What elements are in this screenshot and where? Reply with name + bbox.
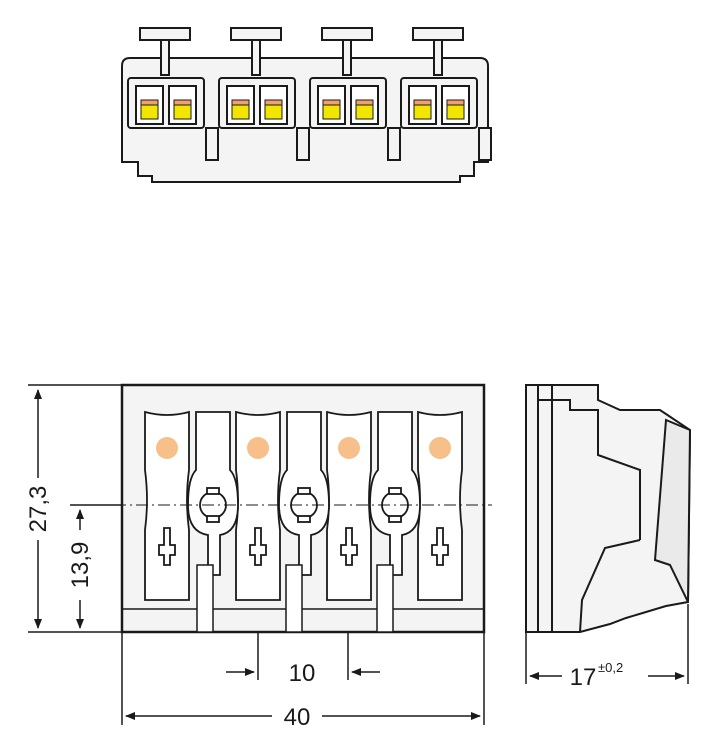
side-view-lever	[653, 418, 692, 603]
top-clamp-yellow	[173, 104, 192, 120]
top-view	[121, 27, 492, 183]
top-clamp-unit	[127, 27, 219, 161]
front-release-symbol	[431, 527, 449, 566]
top-clamp-orange	[413, 99, 432, 106]
front-contact-dot	[338, 437, 360, 459]
side-view-latch	[579, 539, 641, 633]
top-slot	[478, 127, 492, 161]
top-clamp-orange	[173, 99, 192, 106]
dim-label-width-total: 40	[284, 704, 311, 731]
top-clamp-orange	[140, 99, 159, 106]
front-bottom-slot	[376, 564, 394, 633]
top-clamp-yellow	[264, 104, 283, 120]
front-bottom-slot	[285, 564, 303, 633]
dimensions	[28, 384, 689, 725]
top-clamp-orange	[322, 99, 341, 106]
side-view	[525, 384, 692, 633]
dim-label-pitch: 10	[289, 660, 316, 687]
top-lever-stem	[160, 39, 170, 76]
top-lever-handle	[412, 27, 464, 41]
front-view	[70, 383, 492, 634]
top-lever-stem	[342, 39, 352, 76]
top-clamp-yellow	[355, 104, 374, 120]
top-clamp-yellow	[231, 104, 250, 120]
top-clamp-unit	[400, 27, 492, 161]
front-contact-dot	[429, 437, 451, 459]
front-release-symbol	[340, 527, 358, 566]
front-pole	[417, 410, 463, 601]
front-release-symbol	[249, 527, 267, 566]
top-clamp-unit	[218, 27, 310, 161]
top-clamp-orange	[231, 99, 250, 106]
front-keyhole-tab	[206, 487, 220, 495]
dim-label-depth-tolerance: ±0,2	[598, 660, 623, 675]
top-lever-handle	[230, 27, 282, 41]
front-pole	[144, 410, 190, 601]
front-contact-dot	[247, 437, 269, 459]
top-lever-handle	[139, 27, 191, 41]
front-release-symbol	[158, 527, 176, 566]
top-clamp-yellow	[413, 104, 432, 120]
front-keyhole-tab	[388, 487, 402, 495]
top-slot	[205, 127, 219, 161]
front-contact-cavity	[144, 410, 190, 601]
top-lever-stem	[433, 39, 443, 76]
dim-label-height-axis: 13,9	[67, 542, 94, 589]
top-slot	[387, 127, 401, 161]
top-slot	[296, 127, 310, 161]
top-clamp-yellow	[446, 104, 465, 120]
front-keyhole-tab	[297, 487, 311, 495]
front-pole	[326, 410, 372, 601]
top-clamp-orange	[264, 99, 283, 106]
top-view-clamps	[127, 27, 492, 161]
front-pole	[235, 410, 281, 601]
front-keyhole-tab	[206, 515, 220, 523]
top-clamp-orange	[355, 99, 374, 106]
front-view-poles	[144, 410, 463, 633]
top-lever-stem	[251, 39, 261, 76]
front-keyhole-tab	[297, 515, 311, 523]
front-keyhole-tab	[388, 515, 402, 523]
dim-label-depth: 17	[570, 664, 597, 691]
top-clamp-yellow	[322, 104, 341, 120]
dim-label-height-total: 27,3	[25, 486, 52, 533]
top-clamp-orange	[446, 99, 465, 106]
top-clamp-unit	[309, 27, 401, 161]
side-view-step	[538, 399, 641, 540]
front-contact-dot	[156, 437, 178, 459]
front-separator	[278, 411, 330, 576]
top-clamp-yellow	[140, 104, 159, 120]
front-bottom-slot	[196, 564, 214, 633]
top-lever-handle	[321, 27, 373, 41]
